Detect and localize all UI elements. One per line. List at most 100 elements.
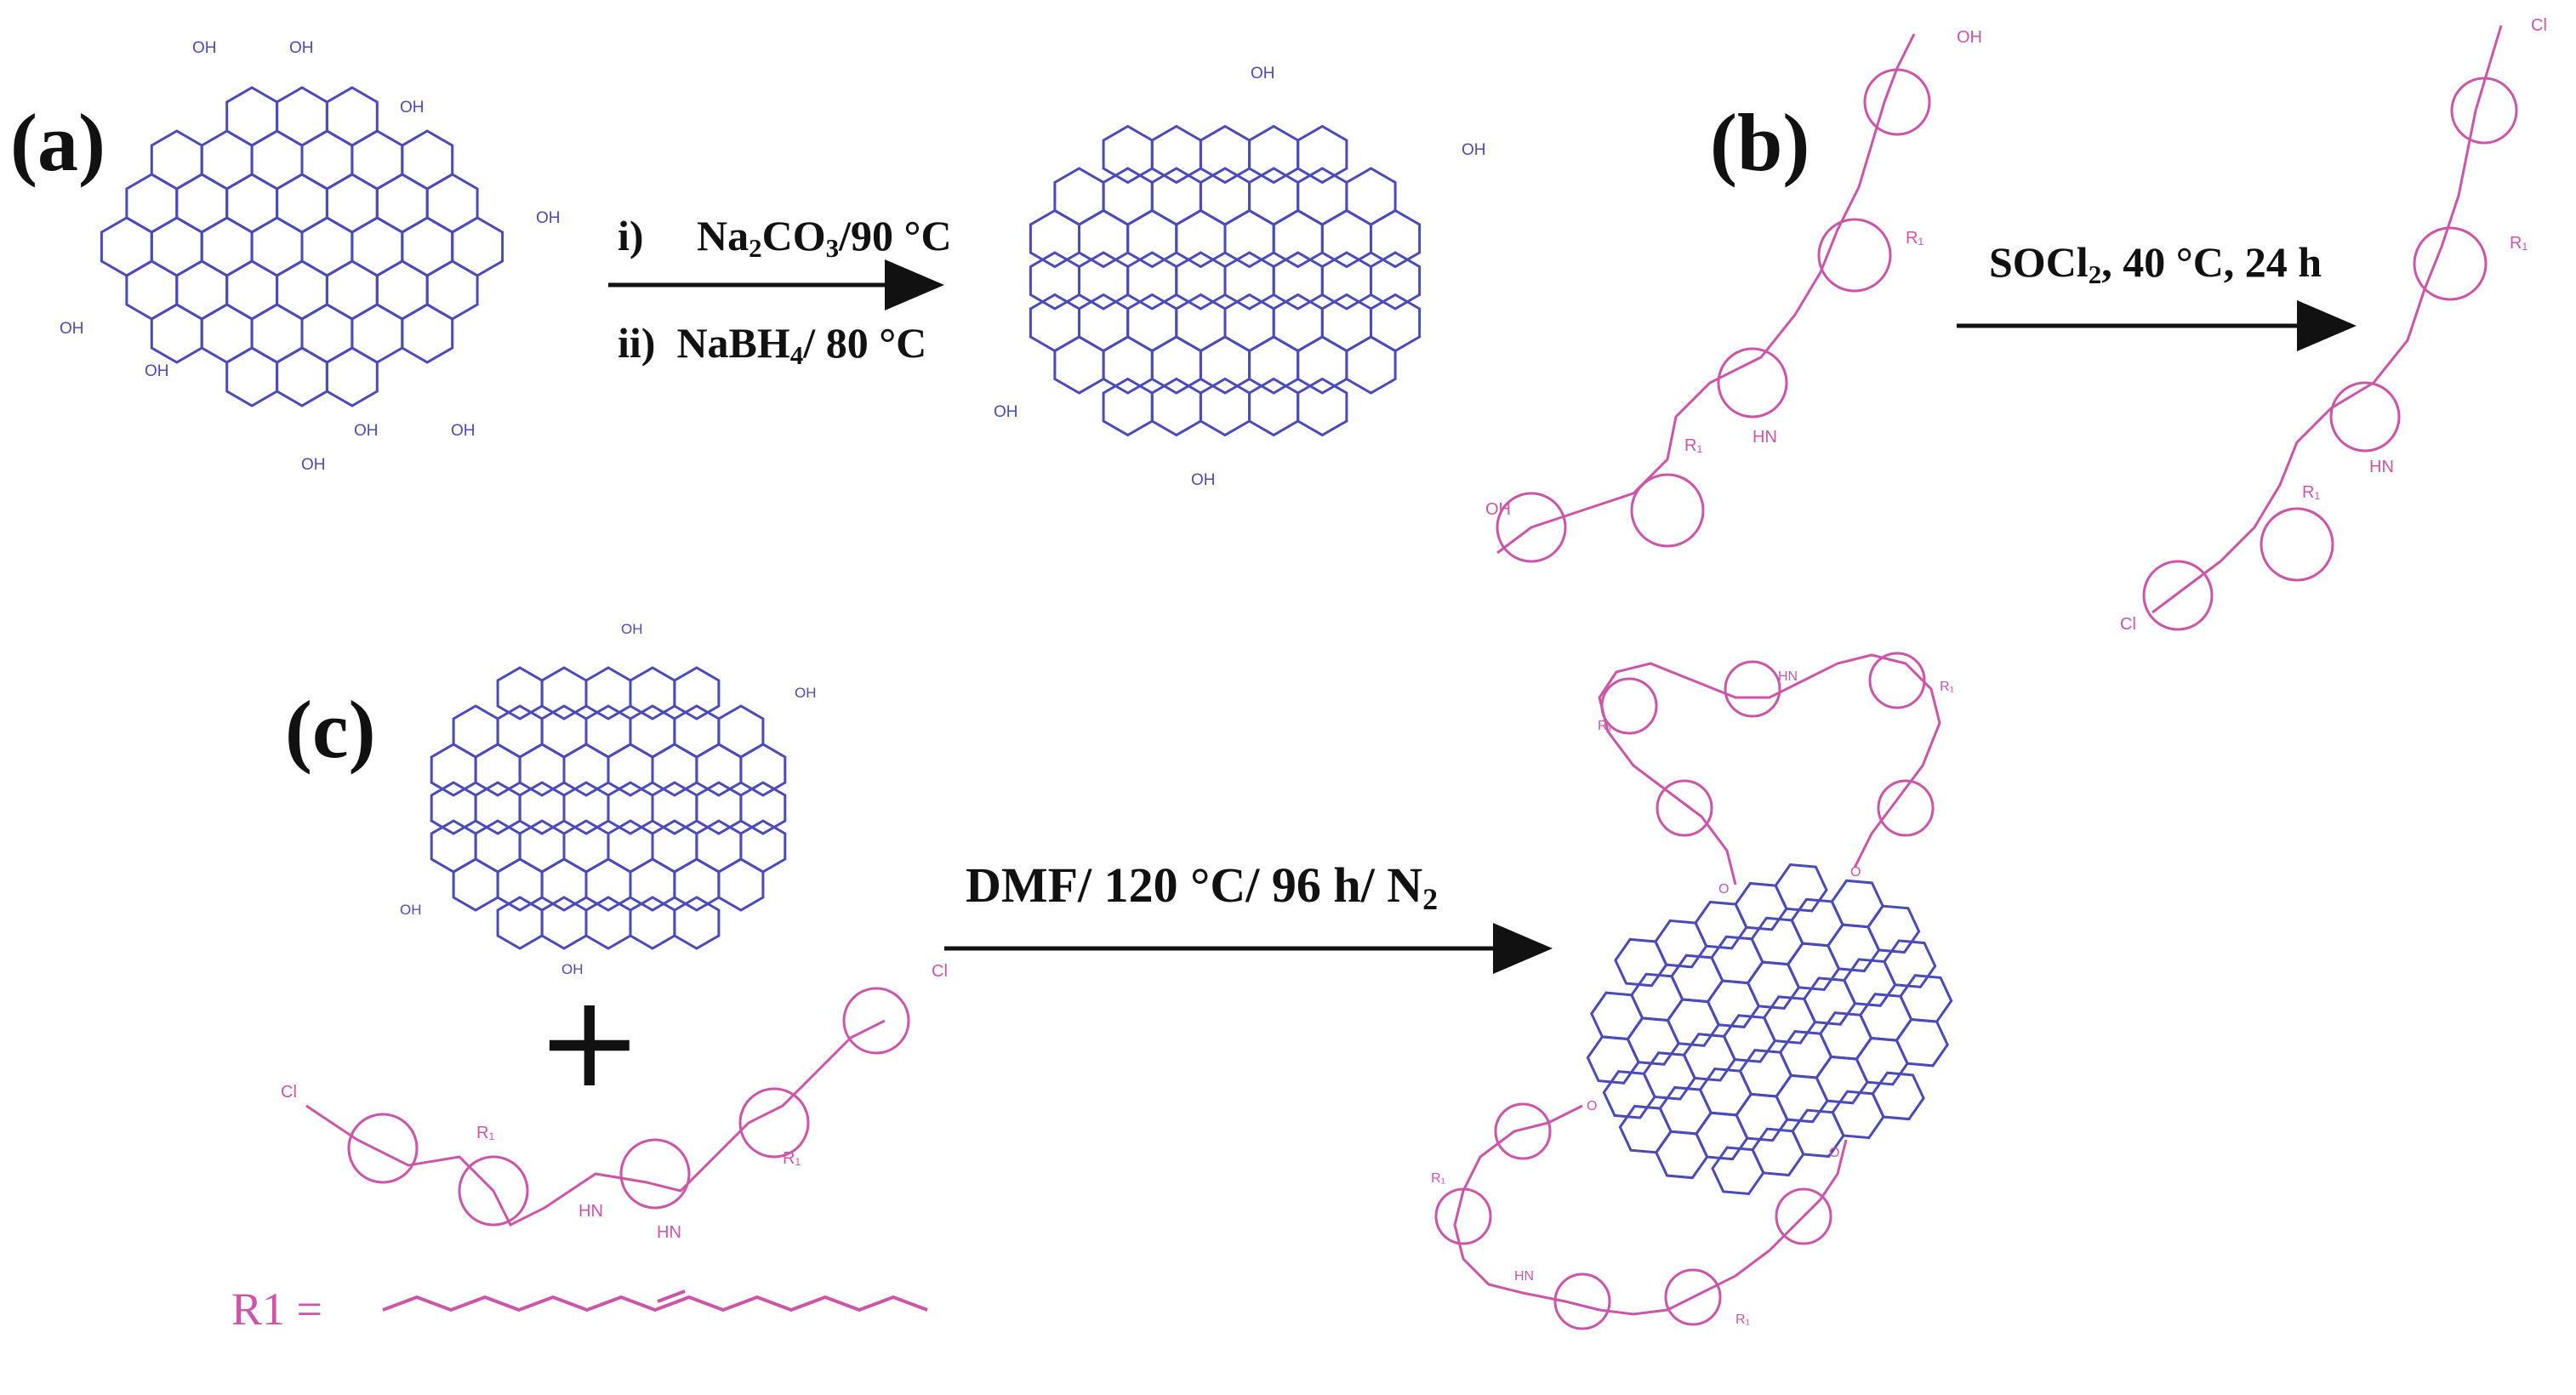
benzene-ring	[619, 1138, 691, 1210]
product-azo-arms	[1434, 652, 1941, 1330]
carbon-hexagon	[562, 781, 610, 835]
carbon-hexagon	[1762, 995, 1817, 1045]
carbon-hexagon	[584, 896, 632, 950]
carbon-hexagon	[1297, 335, 1348, 395]
group-label-cl: Cl	[2120, 615, 2136, 634]
carbon-hexagon	[1775, 1073, 1829, 1124]
benzene-ring	[1630, 473, 1705, 548]
carbon-hexagon	[1272, 208, 1324, 269]
carbon-hexagon	[673, 857, 721, 912]
carbon-hexagon	[1199, 335, 1251, 395]
molecule-skeleton	[1496, 33, 1916, 555]
carbon-hexagon	[1199, 124, 1251, 185]
carbon-hexagon	[739, 781, 787, 835]
group-label-r1: R₁	[1598, 719, 1612, 733]
carbon-hexagon	[1774, 863, 1828, 913]
carbon-hexagon	[651, 743, 698, 797]
carbon-hexagon	[1827, 923, 1881, 973]
carbon-hexagon	[651, 781, 698, 835]
group-label-cl: Cl	[281, 1083, 297, 1102]
plus-sign: +	[536, 968, 643, 1116]
benzene-ring	[2450, 77, 2518, 145]
carbon-hexagon	[430, 743, 477, 797]
carbon-hexagon	[1320, 251, 1372, 310]
carbon-hexagon	[496, 896, 544, 950]
carbon-hexagon	[629, 666, 676, 720]
benzene-ring	[347, 1113, 419, 1184]
benzene-ring	[1434, 1187, 1492, 1245]
carbon-hexagon	[1102, 124, 1154, 185]
group-label-oh: OH	[354, 422, 379, 440]
carbon-hexagon	[225, 346, 279, 407]
carbon-hexagon	[1602, 1070, 1656, 1119]
carbon-hexagon	[1223, 251, 1275, 310]
carbon-hexagon	[1734, 881, 1788, 931]
carbon-hexagon	[673, 666, 721, 720]
carbon-hexagon	[695, 781, 743, 835]
carbon-hexagon	[1843, 958, 1897, 1007]
azo-diacyl-chloride-molecule	[2142, 25, 2518, 631]
carbon-hexagon	[1694, 900, 1748, 950]
carbon-hexagon	[325, 346, 379, 407]
group-label-oh: OH	[451, 422, 476, 440]
carbon-hexagon	[1248, 377, 1300, 437]
group-label-cooh: OH	[60, 320, 84, 338]
group-label-nh: HN	[1514, 1269, 1534, 1284]
panel-label-b: (b)	[1710, 97, 1810, 188]
benzene-ring	[1496, 492, 1567, 563]
carbon-hexagon	[1586, 1035, 1640, 1085]
carbon-hexagon	[540, 857, 588, 912]
carbon-hexagon	[1199, 377, 1251, 437]
carbon-hexagon	[607, 743, 654, 797]
group-label-o: O	[1587, 1099, 1597, 1113]
carbon-hexagon	[1320, 208, 1372, 269]
group-label-nh: HN	[1752, 428, 1777, 447]
group-label-r1: R₁	[2302, 483, 2320, 502]
group-label-cooh: OH	[1957, 28, 1982, 47]
benzene-ring	[1868, 652, 1926, 709]
group-label-cooh: OH	[561, 961, 584, 977]
carbon-hexagon	[401, 303, 454, 364]
carbon-hexagon	[1345, 335, 1397, 395]
molecule-skeleton	[1453, 1104, 1848, 1316]
product-arm-groups: O O O O HN HN R₁ R₁ R₁ R₁	[1431, 669, 1954, 1327]
carbon-hexagon	[1722, 1014, 1777, 1063]
carbon-hexagon	[584, 857, 632, 912]
group-label-cooh: OH	[994, 403, 1018, 421]
group-label-cooh: OH	[1191, 471, 1216, 489]
carbon-hexagon	[1831, 1090, 1885, 1140]
benzene-ring	[2329, 381, 2401, 453]
carbon-hexagon	[1078, 251, 1130, 310]
graphene-reactant-groups: OH OH OH OH	[400, 621, 817, 977]
group-label-oh: OH	[289, 39, 314, 57]
group-label-r1: R₁	[1431, 1171, 1445, 1186]
group-label-r1: R₁	[783, 1149, 801, 1168]
group-label-nh: HN	[578, 1202, 603, 1221]
group-label-r1: R₁	[1906, 229, 1923, 248]
benzene-ring	[1494, 1102, 1552, 1160]
carbon-hexagon	[1626, 1016, 1680, 1066]
carbon-hexagon	[1618, 1104, 1673, 1154]
benzene-ring	[1724, 660, 1781, 718]
carbon-hexagon	[1751, 1127, 1805, 1177]
benzene-ring	[842, 987, 910, 1055]
carbon-hexagon	[1370, 208, 1422, 269]
carbon-hexagon	[1654, 919, 1708, 969]
carbon-hexagon	[540, 666, 588, 720]
carbon-hexagon	[1126, 251, 1178, 310]
carbon-hexagon	[1175, 208, 1227, 269]
carbon-hexagon	[1126, 208, 1178, 269]
carbon-hexagon	[1370, 251, 1422, 310]
carbon-hexagon	[1803, 976, 1857, 1026]
r1-definition-label: R1 =	[231, 1284, 322, 1335]
benzene-ring	[1656, 779, 1713, 837]
benzene-ring	[1664, 1268, 1722, 1326]
carbon-hexagon	[150, 303, 203, 364]
carbon-hexagon	[1895, 1017, 1949, 1068]
benzene-ring	[738, 1087, 810, 1159]
r1-alkyl-chain	[382, 1295, 928, 1312]
group-label-cooh: OH	[621, 621, 643, 637]
group-label-oh: OH	[145, 362, 169, 380]
carbon-hexagon	[607, 781, 654, 835]
